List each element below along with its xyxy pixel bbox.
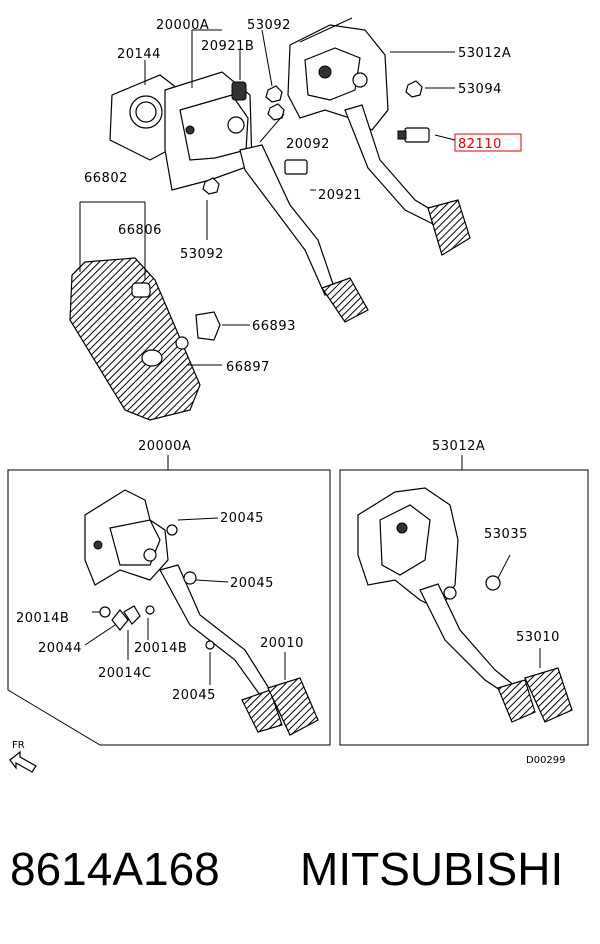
leader-lines-top bbox=[79, 17, 456, 366]
label-53012A-top: 53012A bbox=[458, 46, 511, 61]
label-20014B-b: 20014B bbox=[134, 641, 187, 656]
label-53092-top: 53092 bbox=[247, 18, 291, 33]
top-assembly bbox=[69, 17, 471, 421]
label-53035: 53035 bbox=[484, 527, 528, 542]
label-66806: 66806 bbox=[118, 223, 162, 238]
footer-brand: MITSUBISHI bbox=[300, 843, 563, 895]
label-53094: 53094 bbox=[458, 82, 502, 97]
label-box-53012A: 53012A bbox=[432, 439, 485, 454]
label-20014C: 20014C bbox=[98, 666, 151, 681]
label-66802: 66802 bbox=[84, 171, 128, 186]
label-20045-c: 20045 bbox=[172, 688, 216, 703]
brake-pedal-arm bbox=[344, 104, 471, 256]
label-20144: 20144 bbox=[117, 47, 161, 62]
diagram-code: D00299 bbox=[526, 755, 566, 766]
footer: 8614A168 MITSUBISHI bbox=[10, 843, 563, 895]
label-53092-mid: 53092 bbox=[180, 247, 224, 262]
clutch-pedal-arm bbox=[239, 144, 369, 323]
label-66897: 66897 bbox=[226, 360, 270, 375]
footer-part-number: 8614A168 bbox=[10, 843, 220, 895]
labels-layer: 20000A 53092 20144 20921B 53012A 53094 8… bbox=[12, 18, 566, 766]
label-20000A-top: 20000A bbox=[156, 18, 209, 33]
highlight-box-82110 bbox=[454, 133, 522, 152]
label-53010: 53010 bbox=[516, 630, 560, 645]
label-fr: FR bbox=[12, 740, 25, 751]
label-66893: 66893 bbox=[252, 319, 296, 334]
label-box-20000A: 20000A bbox=[138, 439, 191, 454]
label-20045-a: 20045 bbox=[220, 511, 264, 526]
small-parts-top bbox=[202, 80, 430, 195]
bracket-20000A bbox=[164, 71, 253, 191]
label-20092: 20092 bbox=[286, 137, 330, 152]
label-82110[interactable]: 82110 bbox=[458, 137, 502, 152]
label-20921: 20921 bbox=[318, 188, 362, 203]
detail-box-53012A bbox=[339, 455, 589, 746]
label-20044: 20044 bbox=[38, 641, 82, 656]
label-20045-b: 20045 bbox=[230, 576, 274, 591]
detail-box-20000A bbox=[7, 455, 331, 746]
pad-cover-66802 bbox=[69, 257, 221, 421]
fr-arrow-icon bbox=[9, 750, 37, 773]
label-20921B: 20921B bbox=[201, 39, 254, 54]
bracket-53012A bbox=[287, 24, 389, 131]
label-20014B-a: 20014B bbox=[16, 611, 69, 626]
label-20010: 20010 bbox=[260, 636, 304, 651]
